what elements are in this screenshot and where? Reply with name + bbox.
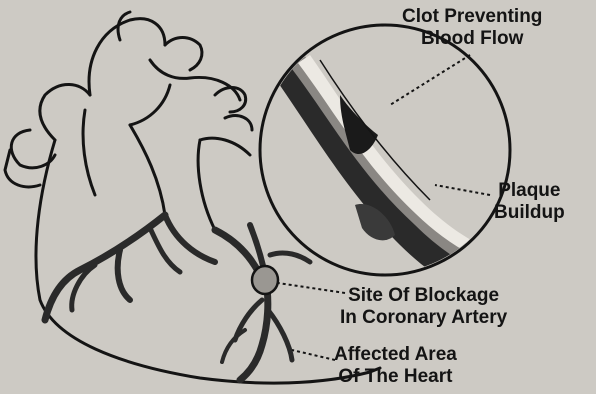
- plaque-label-line2: Buildup: [494, 202, 565, 224]
- clot-label-line1: Clot Preventing: [402, 6, 542, 28]
- blockage-label-line2: In Coronary Artery: [340, 307, 507, 329]
- magnified-artery-view: [260, 25, 520, 320]
- blockage-label-line1: Site Of Blockage: [340, 285, 507, 307]
- plaque-label: Plaque Buildup: [494, 180, 565, 224]
- clot-label-line2: Blood Flow: [402, 28, 542, 50]
- affected-label-line2: Of The Heart: [334, 366, 457, 388]
- coronary-arteries: [45, 215, 310, 380]
- affected-label: Affected Area Of The Heart: [334, 344, 457, 388]
- affected-label-line1: Affected Area: [334, 344, 457, 366]
- blockage-label: Site Of Blockage In Coronary Artery: [340, 285, 507, 329]
- plaque-label-line1: Plaque: [494, 180, 565, 202]
- blockage-site: [252, 266, 278, 294]
- clot-label: Clot Preventing Blood Flow: [402, 6, 542, 50]
